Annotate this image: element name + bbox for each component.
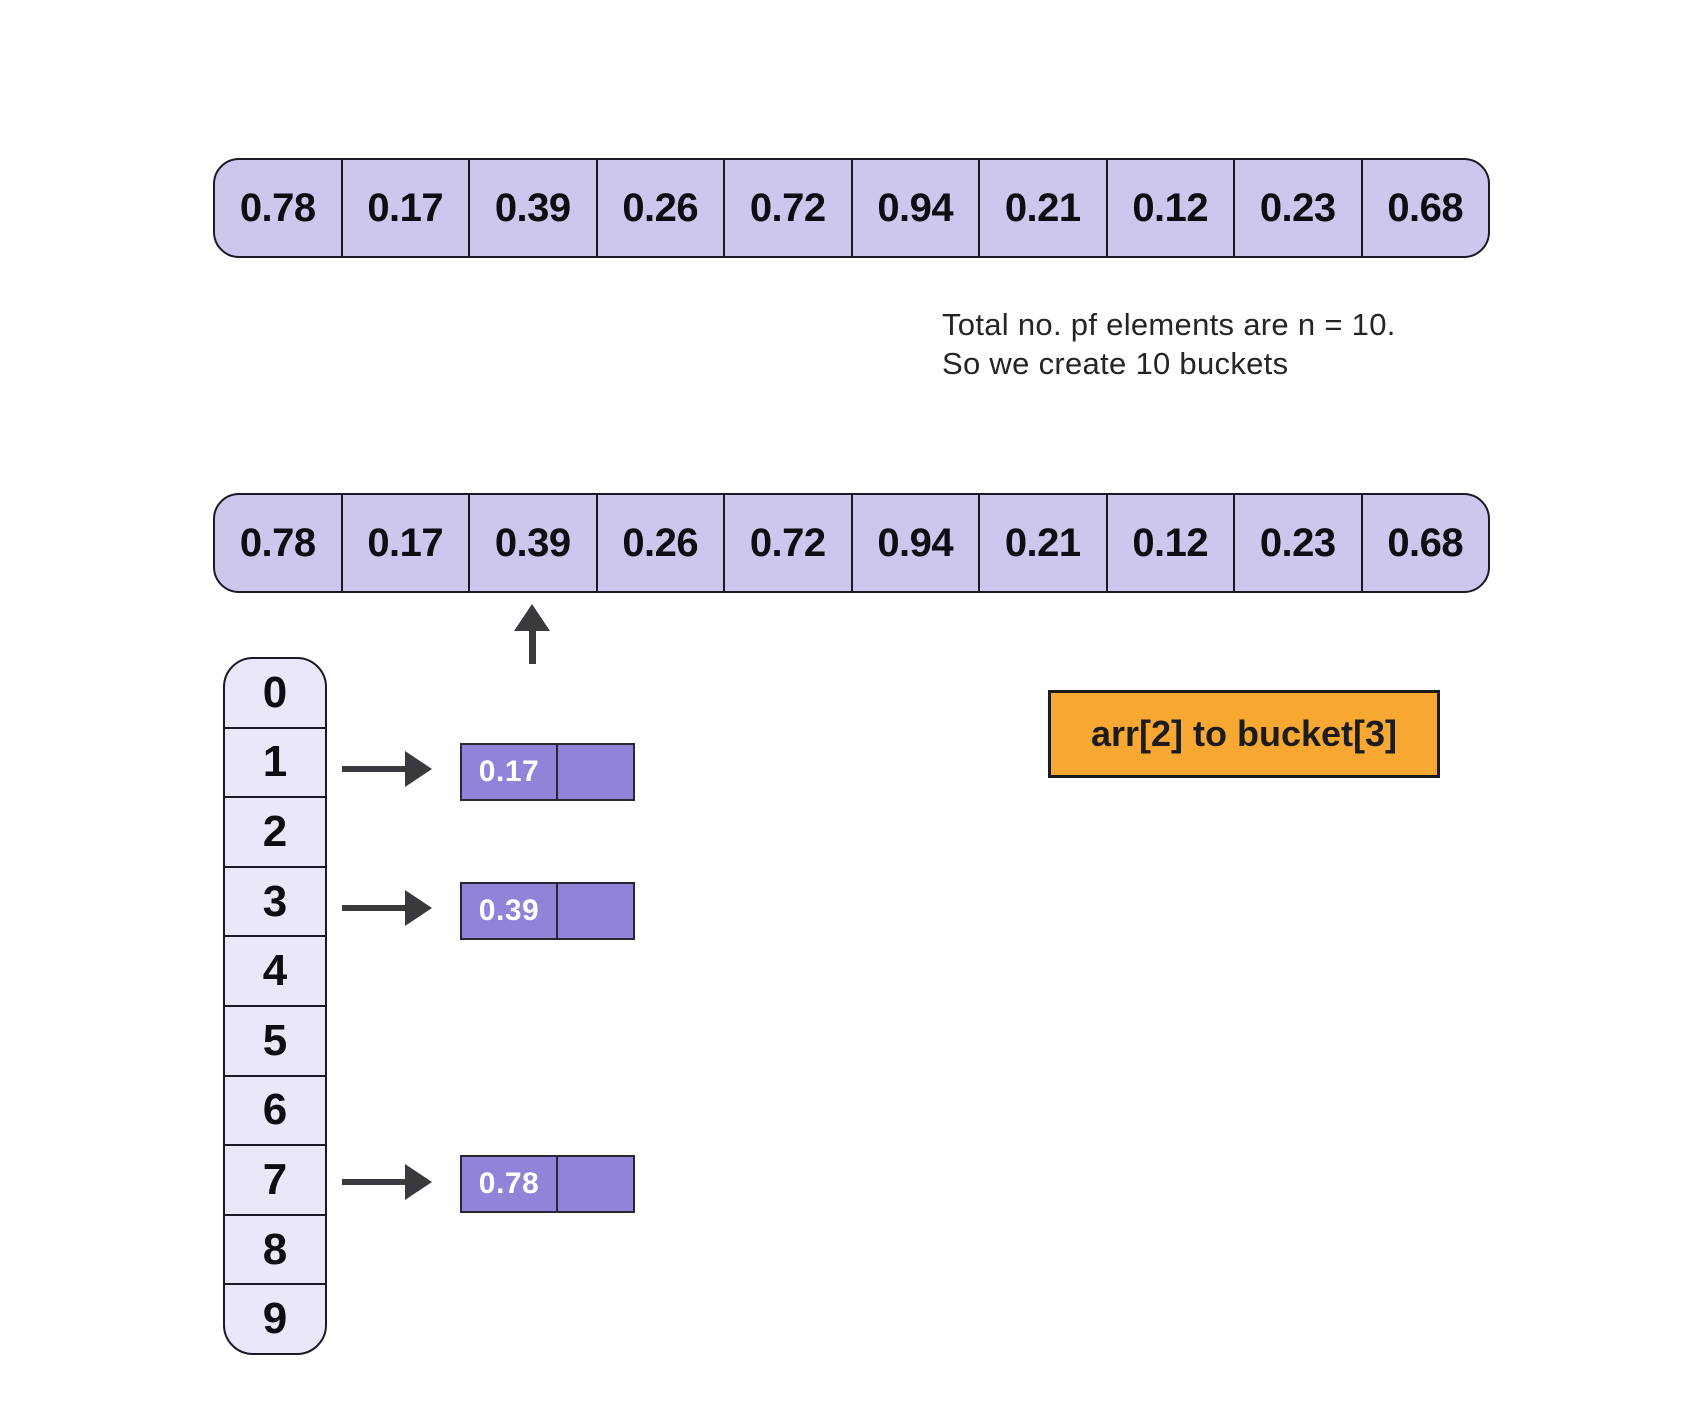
array-cell: 0.94	[853, 495, 980, 591]
note-text: Total no. pf elements are n = 10. So we …	[942, 305, 1396, 383]
array-cell: 0.17	[343, 495, 470, 591]
bucket-index: 6	[225, 1077, 325, 1147]
arrow-head	[405, 1164, 432, 1200]
array-cell: 0.78	[215, 160, 343, 256]
array-cell: 0.72	[725, 160, 853, 256]
working-array: 0.78 0.17 0.39 0.26 0.72 0.94 0.21 0.12 …	[213, 493, 1490, 593]
input-array: 0.78 0.17 0.39 0.26 0.72 0.94 0.21 0.12 …	[213, 158, 1490, 258]
arrow-shaft	[342, 1179, 405, 1185]
array-cell: 0.21	[980, 495, 1108, 591]
node-next-cell	[558, 1157, 633, 1211]
array-cell: 0.23	[1235, 495, 1363, 591]
current-element-arrow-icon	[513, 604, 551, 664]
array-cell: 0.12	[1108, 495, 1235, 591]
bucket7-node: 0.78	[460, 1155, 635, 1213]
bucket7-arrow-icon	[342, 1164, 432, 1200]
array-cell: 0.12	[1108, 160, 1235, 256]
bucket-index: 3	[225, 868, 325, 938]
bucket1-arrow-icon	[342, 751, 432, 787]
arrow-head	[405, 890, 432, 926]
bucket3-arrow-icon	[342, 890, 432, 926]
array-cell: 0.23	[1235, 160, 1363, 256]
arrow-shaft	[342, 905, 405, 911]
arrow-head	[405, 751, 432, 787]
bucket-index: 8	[225, 1216, 325, 1286]
arrow-shaft	[528, 631, 536, 664]
node-value: 0.17	[462, 745, 558, 799]
note-line-1: Total no. pf elements are n = 10.	[942, 307, 1396, 342]
node-value: 0.39	[462, 884, 558, 938]
array-cell: 0.39	[470, 495, 598, 591]
array-cell: 0.78	[215, 495, 343, 591]
array-cell: 0.26	[598, 495, 725, 591]
node-next-cell	[558, 745, 633, 799]
array-cell: 0.72	[725, 495, 853, 591]
node-next-cell	[558, 884, 633, 938]
array-cell: 0.39	[470, 160, 598, 256]
bucket3-node: 0.39	[460, 882, 635, 940]
bucket-index: 1	[225, 729, 325, 799]
array-cell: 0.26	[598, 160, 725, 256]
bucket-index: 7	[225, 1146, 325, 1216]
bucket-index: 9	[262, 1294, 288, 1344]
array-cell: 0.21	[980, 160, 1108, 256]
bucket-index-column: 0 1 2 3 4 5 6 7 8 9	[223, 657, 327, 1355]
arrow-shaft	[342, 766, 405, 772]
array-cell: 0.68	[1387, 185, 1464, 230]
step-callout-label: arr[2] to bucket[3]	[1090, 713, 1398, 754]
arrow-head	[514, 604, 550, 631]
step-callout: arr[2] to bucket[3]	[1048, 690, 1440, 778]
array-cell: 0.17	[343, 160, 470, 256]
node-value: 0.78	[462, 1157, 558, 1211]
array-cell: 0.68	[1387, 520, 1464, 565]
note-line-2: So we create 10 buckets	[942, 346, 1289, 381]
bucket-index: 4	[225, 937, 325, 1007]
bucket-index: 5	[225, 1007, 325, 1077]
bucket-index: 2	[225, 798, 325, 868]
array-cell: 0.94	[853, 160, 980, 256]
bucket1-node: 0.17	[460, 743, 635, 801]
bucket-index: 0	[225, 659, 325, 729]
